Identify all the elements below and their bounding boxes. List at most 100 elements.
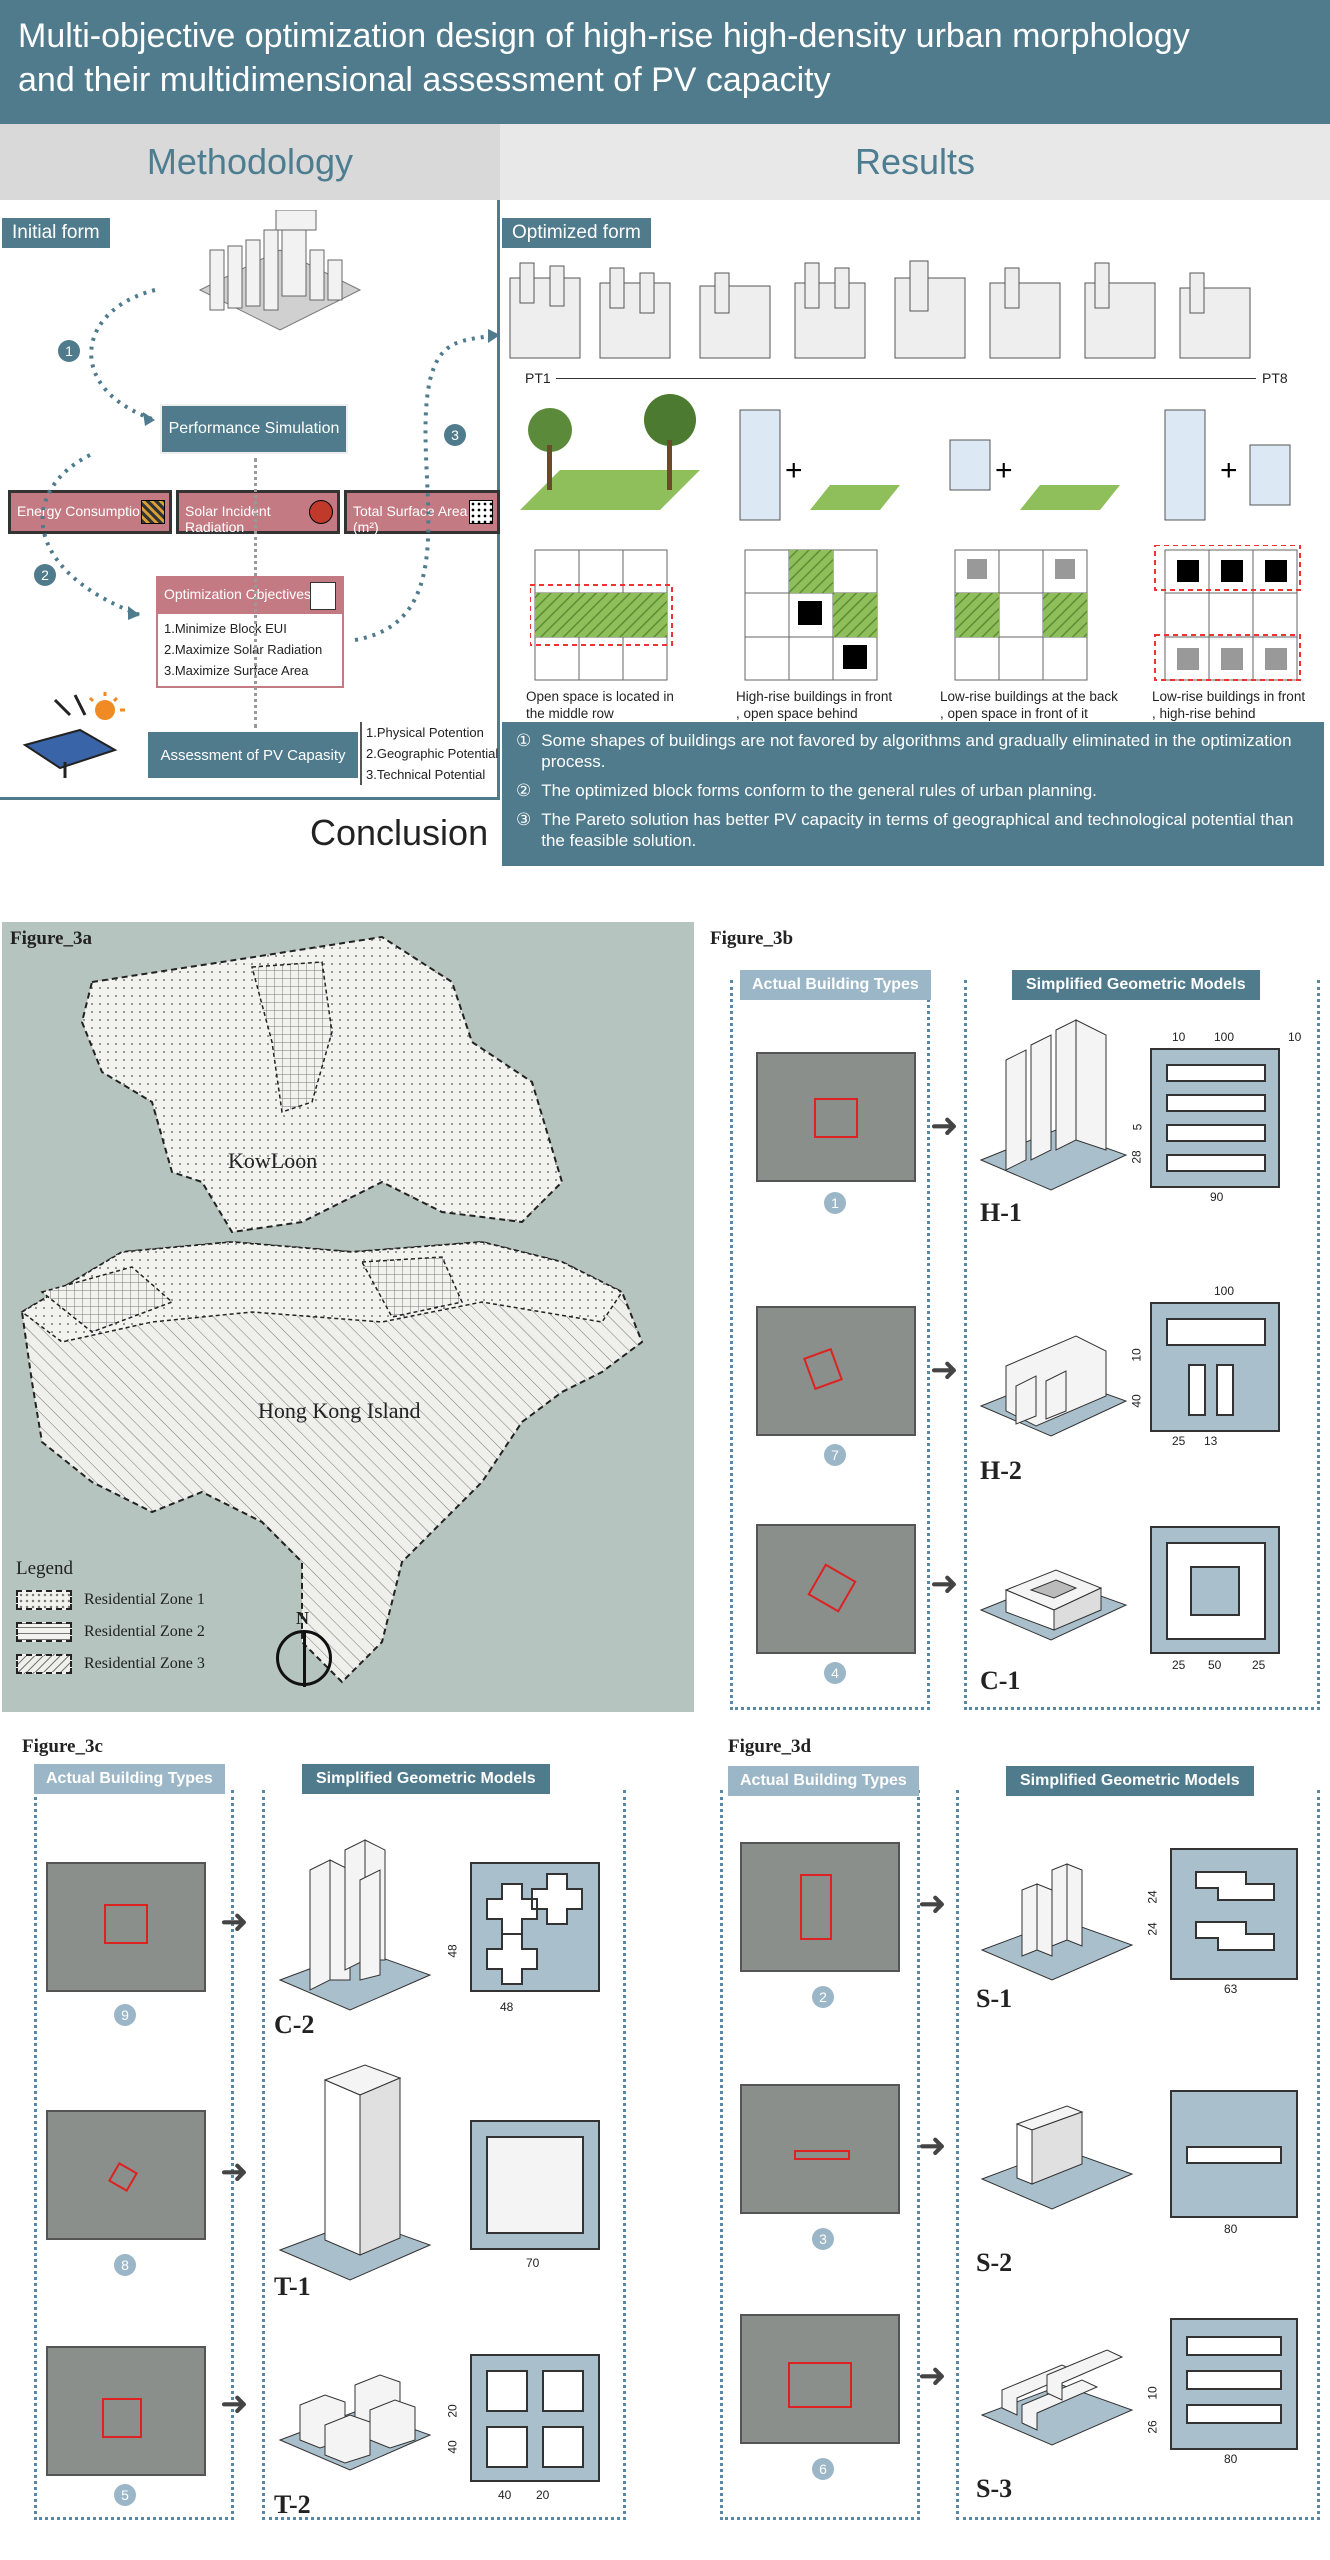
metric-label: Solar Incident Radiation bbox=[185, 503, 271, 535]
dim-label: 10 bbox=[1288, 1030, 1302, 1044]
planning-illustrations: + + + bbox=[520, 394, 1291, 521]
legend-item-zone-3: Residential Zone 3 bbox=[16, 1654, 205, 1674]
model-3d bbox=[979, 1019, 1128, 1191]
initial-form-tag: Initial form bbox=[2, 218, 110, 248]
arrow-right-icon: ➜ bbox=[918, 2357, 947, 2395]
fig3b-left-frame bbox=[730, 980, 930, 1710]
dim-label: 80 bbox=[1224, 2222, 1238, 2236]
conclusion-mark: ① bbox=[516, 731, 532, 750]
title-line-2: and their multidimensional assessment of… bbox=[18, 61, 831, 99]
dim-label: 80 bbox=[1224, 2452, 1238, 2466]
building-number: 1 bbox=[824, 1192, 846, 1214]
objective-3: 3.Maximize Surface Area bbox=[164, 663, 309, 678]
model-plan bbox=[1150, 1526, 1280, 1654]
model-label: T-2 bbox=[274, 2490, 311, 2519]
aerial-photo bbox=[740, 2314, 900, 2444]
pt-start-label: PT1 bbox=[525, 370, 551, 386]
dim-label: 20 bbox=[445, 2404, 460, 2418]
model-3d bbox=[979, 1335, 1128, 1437]
model-plan bbox=[1150, 1048, 1280, 1188]
model-label: S-2 bbox=[976, 2248, 1013, 2277]
fig3d-left-frame bbox=[720, 1790, 920, 2520]
model-label: H-1 bbox=[980, 1198, 1022, 1227]
aerial-photo bbox=[46, 1862, 206, 1992]
legend-label: Residential Zone 2 bbox=[84, 1623, 205, 1640]
arrow-right-icon: ➜ bbox=[930, 1565, 959, 1603]
building-number: 7 bbox=[824, 1444, 846, 1466]
rule-caption-4: Low-rise buildings in front , high-rise … bbox=[1152, 689, 1306, 721]
dim-label: 90 bbox=[1210, 1190, 1224, 1204]
dim-label: 28 bbox=[1129, 1150, 1144, 1164]
conclusion-label: Conclusion bbox=[310, 812, 489, 853]
metrics-row: Energy Consumption Solar Incident Radiat… bbox=[8, 490, 500, 535]
arrow-right-icon: ➜ bbox=[220, 1903, 249, 1941]
model-3d bbox=[278, 2374, 432, 2471]
model-3d bbox=[980, 2105, 1134, 2210]
legend: Residential Zone 1 Residential Zone 2 Re… bbox=[16, 1590, 205, 1674]
methodology-header: Methodology bbox=[0, 124, 500, 200]
svg-text:+: + bbox=[1220, 454, 1238, 487]
dim-label: 25 bbox=[1172, 1434, 1186, 1448]
step-2-marker: 2 bbox=[34, 564, 56, 586]
fig3b-actual-types-pill: Actual Building Types bbox=[740, 970, 931, 1000]
arrow-right-icon: ➜ bbox=[918, 1885, 947, 1923]
optimization-objectives-box: Optimization Objectives 1.Minimize Block… bbox=[156, 576, 344, 688]
model-label: C-1 bbox=[980, 1666, 1021, 1695]
conclusion-mark: ② bbox=[516, 781, 532, 800]
objective-2: 2.Maximize Solar Radiation bbox=[164, 642, 323, 657]
results-header: Results bbox=[500, 124, 1330, 200]
building-number: 6 bbox=[812, 2458, 834, 2480]
dim-label: 40 bbox=[1129, 1394, 1144, 1408]
building-number: 4 bbox=[824, 1662, 846, 1684]
optimized-forms-strip bbox=[500, 258, 1260, 368]
arrow-right-icon: ➜ bbox=[930, 1351, 959, 1389]
energy-icon bbox=[141, 500, 165, 524]
dim-label: 13 bbox=[1204, 1434, 1218, 1448]
model-3d bbox=[980, 1863, 1134, 1981]
dim-label: 10 bbox=[1129, 1348, 1144, 1362]
initial-form-model bbox=[198, 210, 362, 331]
fig3c-right-frame bbox=[262, 1790, 626, 2520]
model-3d bbox=[278, 1839, 432, 2011]
surface-icon bbox=[469, 500, 493, 524]
dim-label: 40 bbox=[445, 2440, 460, 2454]
aerial-photo bbox=[740, 1842, 900, 1972]
fig3c-left-frame bbox=[34, 1790, 234, 2520]
dim-label: 25 bbox=[1172, 1658, 1186, 1672]
arrow-right-icon: ➜ bbox=[918, 2127, 947, 2165]
metric-label: Total Surface Area (m²) bbox=[353, 503, 468, 535]
conclusion-text: The optimized block forms conform to the… bbox=[541, 781, 1097, 800]
pt-axis-line bbox=[556, 378, 1256, 379]
conclusion-mark: ③ bbox=[516, 810, 532, 829]
dim-label: 10 bbox=[1172, 1030, 1186, 1044]
model-plan bbox=[1170, 2090, 1298, 2218]
metric-energy-consumption: Energy Consumption bbox=[8, 490, 172, 534]
building-number: 8 bbox=[114, 2254, 136, 2276]
dim-label: 48 bbox=[445, 1944, 460, 1958]
dim-label: 100 bbox=[1214, 1284, 1235, 1298]
flow-arrow-3 bbox=[354, 329, 500, 642]
model-plan bbox=[1170, 2318, 1298, 2450]
svg-text:+: + bbox=[785, 454, 803, 487]
potential-2: 2.Geographic Potential bbox=[366, 746, 499, 761]
step-1-marker: 1 bbox=[58, 340, 80, 362]
pt-end-label: PT8 bbox=[1262, 370, 1288, 386]
poster-title: Multi-objective optimization design of h… bbox=[0, 0, 1330, 124]
model-label: S-1 bbox=[976, 1984, 1013, 2013]
dim-label: 40 bbox=[498, 2488, 512, 2502]
dim-label: 26 bbox=[1145, 2420, 1160, 2434]
assessment-box: Assessment of PV Capasity bbox=[148, 732, 358, 778]
aerial-photo bbox=[756, 1052, 916, 1182]
aerial-photo bbox=[46, 2110, 206, 2240]
building-number: 3 bbox=[812, 2228, 834, 2250]
aerial-photo bbox=[740, 2084, 900, 2214]
model-3d bbox=[278, 2064, 432, 2281]
potential-3: 3.Technical Potential bbox=[366, 767, 486, 782]
model-plan bbox=[1150, 1302, 1280, 1432]
arrow-right-icon: ➜ bbox=[220, 2153, 249, 2191]
kowloon-label: KowLoon bbox=[228, 1148, 318, 1173]
fig3b-simplified-models-pill: Simplified Geometric Models bbox=[1012, 970, 1260, 1000]
legend-label: Residential Zone 1 bbox=[84, 1591, 205, 1608]
